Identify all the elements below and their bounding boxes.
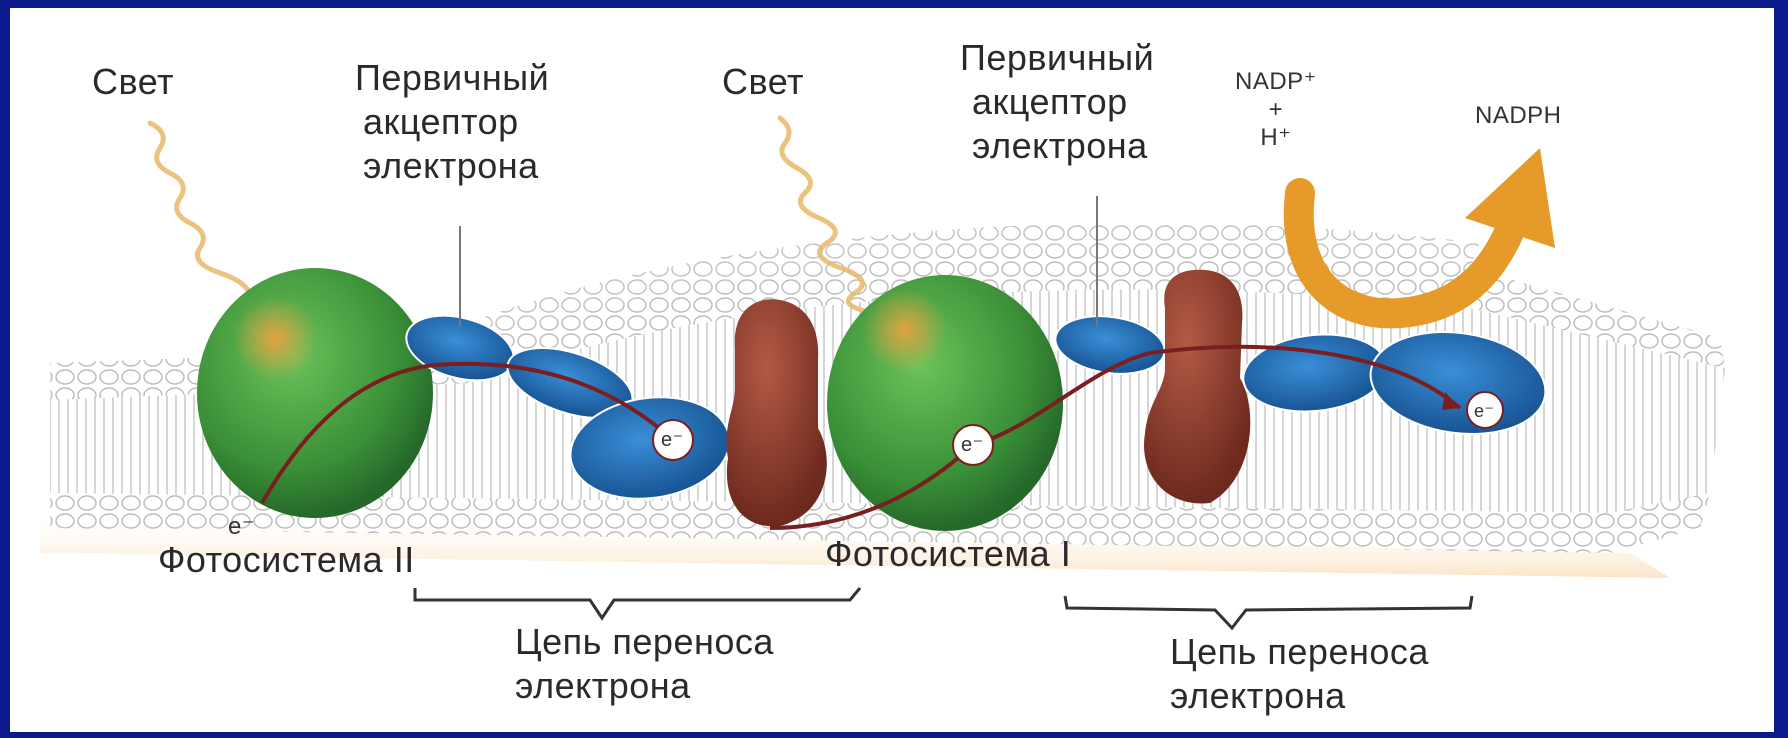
label-chain-left: Цепь переноса электрона [515, 620, 774, 708]
nadph-arrow-head [1465, 148, 1555, 248]
nadp-line-2: + [1235, 96, 1317, 124]
acceptor-left-line-1: Первичный [355, 56, 549, 100]
chain-left-line-2: электрона [515, 664, 774, 708]
label-light-left: Свет [92, 60, 174, 104]
nadp-line-3: H⁺ [1235, 124, 1317, 152]
acceptor-left-line-3: электрона [355, 144, 549, 188]
electron-label-3: e⁻ [1474, 397, 1495, 425]
electron-label-left: e⁻ [228, 513, 255, 541]
acceptor-right-line-3: электрона [960, 124, 1154, 168]
bracket-right [1065, 596, 1472, 628]
chain-left-line-1: Цепь переноса [515, 620, 774, 664]
bracket-left [415, 588, 860, 618]
electron-label-1: e⁻ [661, 426, 684, 454]
excitation-glow-left [233, 296, 317, 380]
chain-right-line-1: Цепь переноса [1170, 630, 1429, 674]
photosystem-ii-complex [197, 268, 433, 518]
nadp-line-1: NADP⁺ [1235, 68, 1317, 96]
acceptor-left-line-2: акцептор [355, 100, 549, 144]
label-nadp: NADP⁺ + H⁺ [1235, 68, 1317, 152]
label-photosystem-ii: Фотосистема II [158, 538, 415, 582]
cytochrome-complex [726, 299, 826, 526]
electron-label-2: e⁻ [961, 431, 984, 459]
acceptor-right-line-1: Первичный [960, 36, 1154, 80]
label-chain-right: Цепь переноса электрона [1170, 630, 1429, 718]
label-primary-acceptor-left: Первичный акцептор электрона [355, 56, 549, 188]
label-photosystem-i: Фотосистема I [825, 532, 1071, 576]
diagram-frame: Свет Свет Первичный акцептор электрона П… [10, 8, 1774, 732]
chain-right-line-2: электрона [1170, 674, 1429, 718]
label-primary-acceptor-right: Первичный акцептор электрона [960, 36, 1154, 168]
excitation-glow-right [863, 288, 947, 372]
label-light-right: Свет [722, 60, 804, 104]
label-nadph: NADPH [1475, 102, 1562, 130]
photosystem-i-complex [827, 275, 1063, 531]
acceptor-right-line-2: акцептор [960, 80, 1154, 124]
